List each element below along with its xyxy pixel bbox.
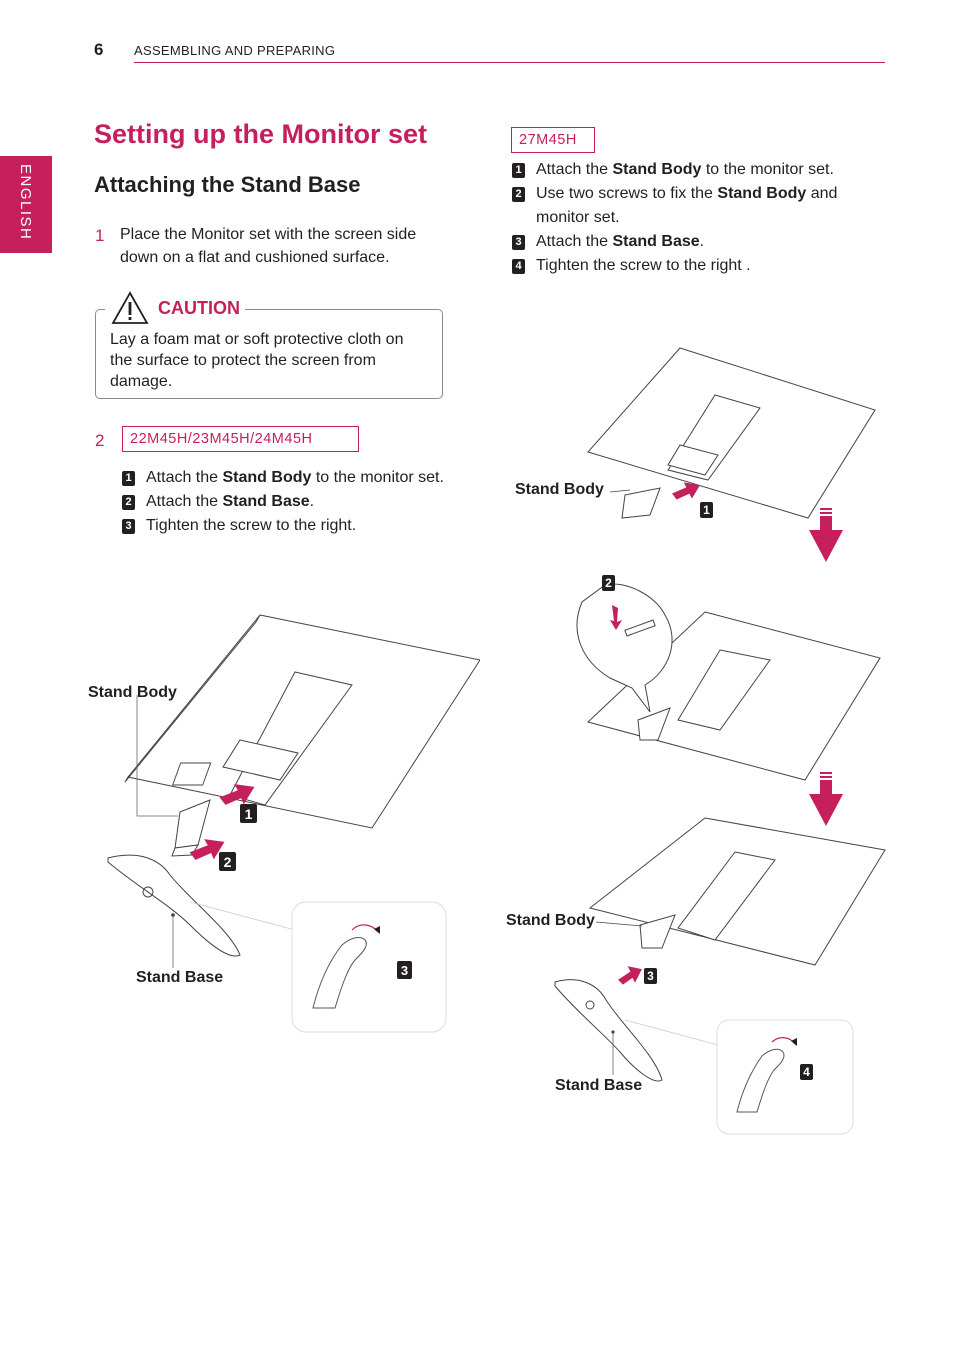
caution-text: Lay a foam mat or soft protective cloth …: [110, 331, 404, 390]
left-assembly-illustration: 1 2 3: [107, 614, 480, 1033]
stand-base-part: [107, 854, 241, 957]
running-head: ASSEMBLING AND PREPARING: [134, 43, 336, 58]
warning-triangle-icon: [111, 291, 149, 324]
stand-body-part: [621, 487, 661, 519]
callout-1: 1: [245, 806, 253, 822]
section-subtitle: Attaching the Stand Base: [94, 172, 361, 197]
push-arrow-icon: [618, 966, 642, 985]
caution-label: CAUTION: [158, 298, 240, 318]
callout-3: 3: [401, 963, 408, 978]
down-arrow-icon: [809, 772, 843, 826]
stand-body-part: [174, 799, 211, 849]
step-1-text: Place the Monitor set with the screen si…: [120, 226, 417, 266]
label-stand-body: Stand Body: [506, 912, 595, 929]
stand-base-part: [554, 979, 663, 1082]
stand-body-part: [639, 914, 676, 949]
label-stand-base: Stand Base: [136, 969, 224, 986]
label-stand-body: Stand Body: [88, 684, 177, 701]
step-2-number: 2: [95, 431, 105, 450]
callout-2: 2: [224, 854, 232, 870]
down-arrow-icon: [809, 508, 843, 562]
screw-detail-inset: [576, 583, 673, 713]
page-number: 6: [94, 40, 104, 59]
language-tab-label: ENGLISH: [17, 164, 34, 241]
label-stand-body: Stand Body: [515, 481, 604, 498]
language-tab: ENGLISH: [0, 156, 52, 253]
header-rule: [134, 62, 885, 63]
callout-4: 4: [803, 1065, 810, 1079]
push-arrow-icon: [610, 605, 622, 630]
screw-detail-inset: [291, 901, 447, 1033]
model-badge-27: 27M45H: [511, 127, 595, 153]
push-arrow-icon: [219, 784, 255, 805]
model-badge-22-24: 22M45H/23M45H/24M45H: [122, 426, 359, 452]
label-stand-base: Stand Base: [555, 1077, 643, 1094]
callout-2: 2: [605, 576, 612, 590]
stand-body-part: [637, 707, 671, 741]
push-arrow-icon: [189, 839, 225, 860]
callout-3: 3: [647, 969, 654, 983]
caution-box: [95, 309, 443, 399]
right-assembly-illustration: 1 2 3 4: [554, 347, 886, 1135]
step-1-number: 1: [95, 226, 105, 245]
push-arrow-icon: [672, 482, 701, 500]
page-title: Setting up the Monitor set: [94, 119, 427, 149]
callout-1: 1: [703, 503, 710, 517]
screw-detail-inset: [716, 1019, 854, 1135]
